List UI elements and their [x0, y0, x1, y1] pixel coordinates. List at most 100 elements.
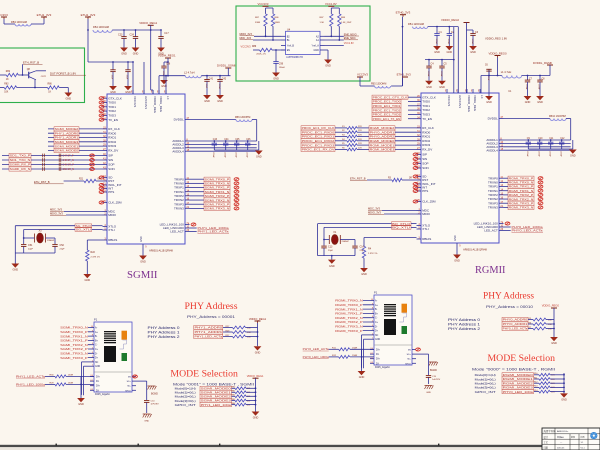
svg-text:R21: R21: [79, 179, 84, 181]
svg-text:C12: C12: [560, 138, 565, 140]
svg-text:GND: GND: [537, 101, 543, 104]
svg-text:150R: 150R: [352, 355, 358, 357]
svg-text:RGMI_TRX1_P: RGMI_TRX1_P: [509, 185, 534, 189]
svg-text:ETH1_3V3: ETH1_3V3: [81, 13, 96, 17]
svg-text:A+: A+: [95, 331, 99, 334]
svg-text:A+: A+: [375, 304, 379, 307]
svg-text:GND: GND: [273, 78, 279, 81]
svg-text:SGMI_TRX1_P: SGMI_TRX1_P: [205, 186, 230, 190]
svg-text:MDIO: MDIO: [108, 213, 116, 217]
svg-text:L1 4.7uH: L1 4.7uH: [501, 70, 512, 74]
svg-text:R81: R81: [232, 391, 235, 393]
svg-text:PROC_EC1_RX_DV: PROC_EC1_RX_DV: [302, 149, 335, 152]
svg-text:PHY0_ADDR1: PHY0_ADDR1: [503, 323, 528, 326]
svg-text:R12: R12: [534, 382, 537, 384]
svg-text:R87: R87: [320, 17, 325, 19]
svg-text:R88: R88: [341, 17, 346, 19]
svg-text:C15: C15: [432, 376, 437, 378]
svg-text:Yref_B: Yref_B: [287, 45, 295, 48]
svg-text:VDDIO_REG: VDDIO_REG: [153, 96, 157, 114]
svg-text:TXD0: TXD0: [108, 101, 116, 105]
svg-text:100nF: 100nF: [245, 152, 247, 158]
svg-text:21: 21: [417, 182, 420, 185]
svg-text:RGMI_TRX3_P: RGMI_TRX3_P: [335, 329, 363, 333]
svg-text:RGMI_MODE0: RGMI_MODE0: [503, 374, 534, 377]
svg-text:TRXP0: TRXP0: [174, 177, 184, 181]
svg-text:RXD0: RXD0: [422, 130, 430, 134]
svg-text:26: 26: [500, 228, 503, 231]
svg-text:GND: GND: [256, 156, 262, 159]
svg-text:TXD0: TXD0: [422, 100, 430, 104]
svg-text:SG_XTLO: SG_XTLO: [76, 225, 91, 228]
svg-text:PHY Address 2: PHY Address 2: [448, 327, 480, 331]
svg-text:Mode[3]=0(L): Mode[3]=0(L): [175, 399, 196, 403]
svg-text:25MHZ: 25MHZ: [47, 240, 55, 242]
svg-text:1: 1: [372, 338, 374, 340]
svg-text:ETH_RST_B: ETH_RST_B: [34, 180, 50, 184]
svg-text:GPIO_INT: GPIO_INT: [475, 390, 496, 394]
svg-text:PHY Address 1: PHY Address 1: [148, 330, 180, 334]
svg-text:GND: GND: [255, 352, 261, 355]
svg-text:PROC_EC1_RXD1: PROC_EC1_RXD1: [302, 136, 336, 139]
svg-text:AVDDL1: AVDDL1: [172, 139, 184, 143]
svg-text:1: 1: [92, 365, 94, 367]
svg-text:RGMI_TRX1_N: RGMI_TRX1_N: [509, 189, 534, 193]
svg-text:C51: C51: [28, 244, 33, 247]
svg-text:34: 34: [103, 117, 106, 120]
svg-text:WOL_INT: WOL_INT: [422, 182, 436, 186]
svg-text:13: 13: [186, 185, 189, 188]
svg-text:PHY1_LED_100a: PHY1_LED_100a: [201, 404, 232, 407]
svg-text:10K: 10K: [247, 396, 251, 398]
svg-text:SON: SON: [108, 167, 115, 171]
svg-text:VCC3V3: VCC3V3: [447, 95, 451, 107]
svg-text:PHY0_ADDR2: PHY0_ADDR2: [370, 136, 395, 139]
svg-text:25: 25: [103, 200, 106, 203]
svg-text:VDDH_REG: VDDH_REG: [473, 95, 477, 112]
svg-text:FB3 130OHM: FB3 130OHM: [11, 20, 27, 24]
svg-text:C-: C-: [95, 345, 98, 347]
svg-text:10K: 10K: [548, 328, 552, 330]
svg-text:43: 43: [103, 167, 106, 170]
svg-text:SGMI_MODE1: SGMI_MODE1: [55, 144, 79, 148]
svg-text:SGMI_MODE1: SGMI_MODE1: [201, 392, 232, 395]
svg-text:29: 29: [417, 143, 420, 146]
svg-text:1.5K: 1.5K: [320, 22, 325, 24]
svg-text:6: 6: [372, 316, 374, 318]
svg-text:PHY Address 0: PHY Address 0: [148, 326, 180, 330]
svg-text:PROC_EC1_TXD2: PROC_EC1_TXD2: [373, 109, 401, 112]
svg-text:XTLO: XTLO: [422, 224, 431, 228]
svg-text:SD+: SD+: [127, 381, 132, 383]
svg-text:22R: 22R: [358, 135, 362, 137]
svg-text:9: 9: [145, 247, 147, 249]
svg-text:GND: GND: [66, 98, 72, 101]
svg-text:R14: R14: [534, 390, 537, 392]
svg-text:9: 9: [151, 92, 153, 94]
svg-text:TRXN0: TRXN0: [174, 182, 184, 186]
svg-text:SD: SD: [422, 175, 427, 179]
svg-text:CBT2: CBT2: [41, 76, 47, 78]
svg-text:DI-: DI-: [376, 362, 379, 365]
svg-text:MDC_3V3: MDC_3V3: [50, 208, 63, 212]
svg-text:PHY0_LED_100a: PHY0_LED_100a: [503, 391, 534, 394]
svg-text:DI-: DI-: [96, 380, 99, 383]
svg-text:SGMI_TRX2_N: SGMI_TRX2_N: [60, 343, 87, 347]
svg-text:RBIAS: RBIAS: [422, 237, 431, 241]
svg-text:DI+: DI+: [376, 349, 380, 352]
svg-text:42: 42: [103, 162, 106, 165]
svg-text:NC: NC: [95, 362, 99, 364]
svg-text:MDC: MDC: [108, 210, 116, 214]
svg-text:PHY1_LED_ACTa: PHY1_LED_ACTa: [195, 336, 223, 339]
svg-text:C43: C43: [213, 139, 218, 141]
svg-text:MODE Selection: MODE Selection: [170, 369, 238, 379]
svg-text:25MHZ: 25MHZ: [342, 241, 350, 243]
svg-text:AR8031-AL1B QFN48: AR8031-AL1B QFN48: [463, 249, 487, 252]
svg-text:SGMI_TRX1_P: SGMI_TRX1_P: [60, 339, 88, 343]
svg-text:PHY Address 2: PHY Address 2: [148, 335, 180, 339]
svg-text:C3V3: C3V3: [0, 13, 8, 17]
svg-text:19: 19: [103, 190, 106, 193]
svg-text:2: 2: [372, 333, 374, 335]
svg-text:SGMI_TRX3_P: SGMI_TRX3_P: [205, 202, 230, 206]
svg-text:4: 4: [418, 223, 420, 226]
svg-text:D3: D3: [371, 362, 373, 364]
svg-text:C52: C52: [60, 244, 65, 247]
